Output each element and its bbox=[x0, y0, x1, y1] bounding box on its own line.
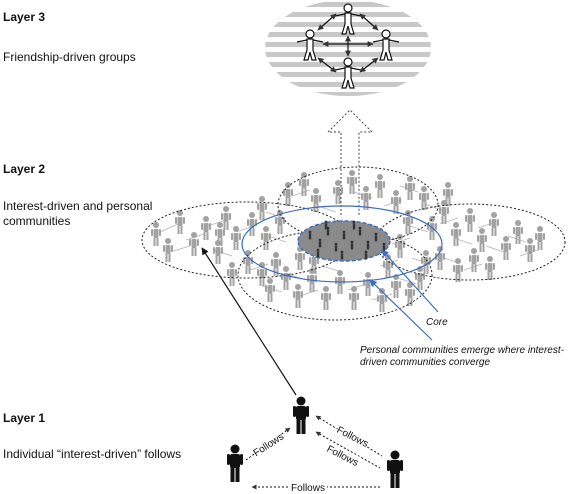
friend-person-icon bbox=[334, 3, 362, 35]
friend-person-icon bbox=[372, 29, 400, 61]
layer2-title: Layer 2 bbox=[3, 162, 46, 176]
follow-edge bbox=[315, 415, 383, 457]
personal-pointer bbox=[369, 279, 433, 341]
follows-label: Follows bbox=[335, 425, 370, 450]
communities-cluster bbox=[141, 166, 566, 341]
core-pointer bbox=[381, 249, 439, 313]
friend-link bbox=[317, 57, 337, 73]
person-icon bbox=[293, 396, 309, 434]
friend-link bbox=[359, 13, 379, 31]
friendship-group bbox=[265, 0, 431, 96]
interest-community-top bbox=[277, 166, 439, 244]
core-label: Core bbox=[426, 317, 448, 328]
person-icon bbox=[227, 444, 243, 482]
personal-communities-note-line2: driven communities converge bbox=[360, 357, 491, 368]
follow-edge bbox=[245, 427, 291, 461]
friend-person-icon bbox=[296, 29, 324, 61]
aggregation-arrow bbox=[201, 247, 297, 396]
follows-label: Follows bbox=[325, 444, 360, 469]
individual-follows: Follows Follows Follows Follows bbox=[227, 396, 403, 494]
follow-edge bbox=[315, 431, 381, 469]
layer3-title: Layer 3 bbox=[3, 10, 46, 24]
follows-label: Follows bbox=[291, 483, 325, 494]
personal-communities-note-line1: Personal communities emerge where intere… bbox=[360, 345, 564, 356]
layer3-description: Friendship-driven groups bbox=[3, 50, 136, 64]
core-region bbox=[297, 220, 391, 262]
layer1-title: Layer 1 bbox=[3, 411, 46, 425]
emergence-arrow bbox=[326, 109, 374, 215]
personal-community bbox=[241, 205, 443, 283]
layer2-description-line1: Interest-driven and personal bbox=[3, 199, 153, 213]
layer2-description-line2: communities bbox=[3, 214, 71, 228]
interest-community-right bbox=[374, 203, 566, 281]
friend-person-icon bbox=[334, 57, 362, 89]
friend-link bbox=[317, 13, 337, 31]
person-icon bbox=[387, 450, 403, 488]
layer1-description: Individual “interest-driven” follows bbox=[3, 447, 182, 461]
friend-link bbox=[359, 57, 379, 73]
